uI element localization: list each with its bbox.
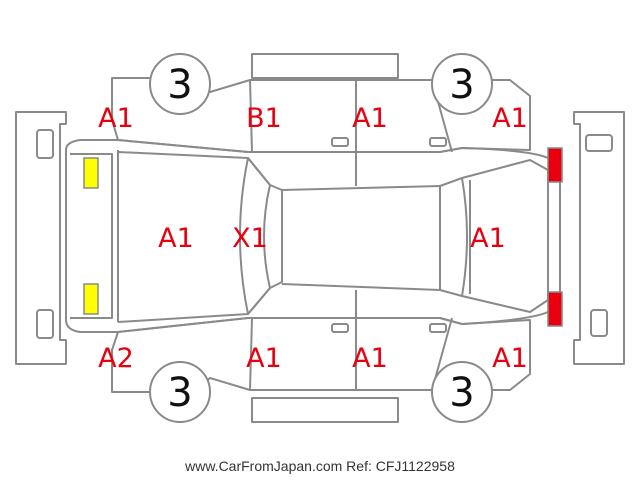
rear-bumper-tab-bottom <box>590 309 608 337</box>
left-door-handle-front <box>331 137 349 147</box>
rear-bumper-panel <box>573 111 625 365</box>
footer-site: www.CarFromJapan.com <box>185 458 343 474</box>
right-mirror <box>251 397 399 423</box>
front-lamp-area <box>70 153 113 319</box>
code-rear-quarter-left: A1 <box>492 103 528 134</box>
tire-rear-left-label: 3 <box>449 62 474 108</box>
right-door-handle-front <box>331 323 349 333</box>
code-front-door-right: A1 <box>246 343 282 374</box>
code-rear-door-left: A1 <box>352 103 388 134</box>
taillight-left <box>547 147 563 183</box>
tire-front-right-circle <box>149 361 211 423</box>
code-windshield: X1 <box>232 223 268 254</box>
headlight-left <box>83 157 99 189</box>
roof-outline <box>281 185 441 291</box>
front-bumper-tab-bottom <box>36 309 54 339</box>
code-front-bumper-left: A1 <box>98 103 134 134</box>
left-pillar-a <box>249 79 253 153</box>
code-hood: A1 <box>158 223 194 254</box>
rear-window-outline <box>439 177 468 297</box>
footer: www.CarFromJapan.com Ref: CFJ1122958 <box>0 458 640 474</box>
trunk-outline <box>461 159 549 313</box>
front-bumper-tab-top <box>36 129 54 159</box>
left-door-handle-rear <box>429 137 447 147</box>
tire-front-right-label: 3 <box>167 370 192 416</box>
front-bumper-panel <box>15 111 67 365</box>
headlight-right <box>83 283 99 315</box>
code-front-bumper-right: A2 <box>98 343 134 374</box>
tire-rear-left-circle <box>431 53 493 115</box>
code-front-door-left: B1 <box>246 103 282 134</box>
footer-ref: Ref: CFJ1122958 <box>346 458 455 474</box>
right-door-handle-rear <box>429 323 447 333</box>
tire-rear-right-circle <box>431 361 493 423</box>
right-pillar-a <box>249 317 253 391</box>
code-rear-quarter-right: A1 <box>492 343 528 374</box>
windshield-outline <box>239 157 271 315</box>
tire-rear-right-label: 3 <box>449 370 474 416</box>
left-mirror <box>251 53 399 79</box>
tire-front-left-label: 3 <box>167 62 192 108</box>
taillight-right <box>547 291 563 327</box>
tire-front-left-circle <box>149 53 211 115</box>
code-rear-door-right: A1 <box>352 343 388 374</box>
code-trunk: A1 <box>470 223 506 254</box>
rear-bumper-tab-top <box>585 134 613 152</box>
